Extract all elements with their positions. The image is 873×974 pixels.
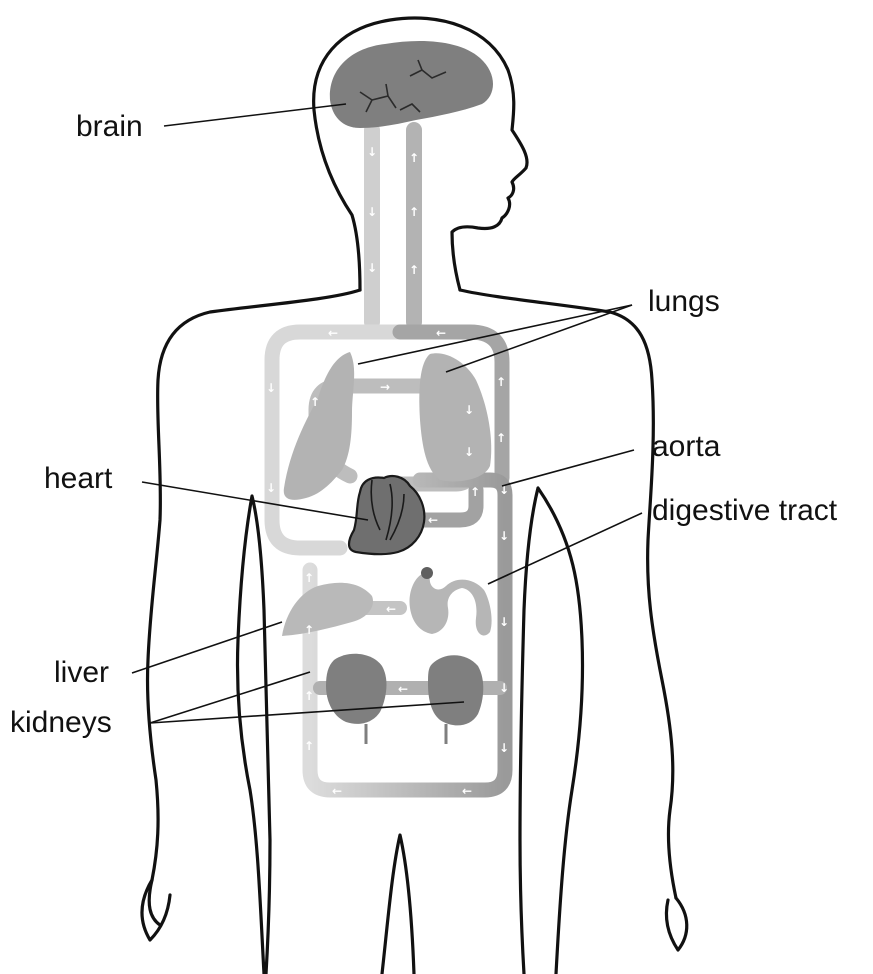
arrow-up-icon: ↑ <box>310 395 320 409</box>
legs-outline <box>382 835 414 974</box>
left-arm-inner-outline <box>238 496 271 974</box>
liver <box>282 583 373 636</box>
arrow-left-icon: ← <box>386 602 396 616</box>
arrow-left-icon: ← <box>328 326 338 340</box>
arrow-up-icon: ↑ <box>409 263 419 277</box>
right-lung <box>419 353 491 481</box>
arrow-down-icon: ↓ <box>499 681 509 695</box>
arrow-down-icon: ↓ <box>367 205 377 219</box>
arrow-down-icon: ↓ <box>499 741 509 755</box>
label-heart: heart <box>44 462 113 495</box>
leader-lines <box>132 104 642 723</box>
arrow-left-icon: ← <box>462 784 472 798</box>
arrow-up-icon: ↑ <box>470 485 480 499</box>
brain-leader-line <box>164 104 346 126</box>
arrow-up-icon: ↑ <box>304 689 314 703</box>
label-aorta: aorta <box>652 430 721 463</box>
heart <box>349 476 424 554</box>
arrow-down-icon: ↓ <box>499 529 509 543</box>
right-hand-outline <box>666 898 686 950</box>
label-kidneys: kidneys <box>10 706 112 739</box>
right-kidney <box>428 655 483 725</box>
arrow-down-icon: ↓ <box>367 261 377 275</box>
arrow-up-icon: ↑ <box>409 205 419 219</box>
arrow-down-icon: ↓ <box>266 481 276 495</box>
arrow-right-icon: → <box>380 380 390 394</box>
arrow-up-icon: ↑ <box>409 151 419 165</box>
brain <box>330 41 493 128</box>
arrow-left-icon: ← <box>436 326 446 340</box>
label-liver: liver <box>54 656 109 689</box>
arrow-left-icon: ← <box>398 682 408 696</box>
label-brain: brain <box>76 110 143 143</box>
arrow-left-icon: ← <box>332 784 342 798</box>
arrow-down-icon: ↓ <box>266 381 276 395</box>
label-digestive-tract: digestive tract <box>652 494 838 527</box>
arrow-down-icon: ↓ <box>464 445 474 459</box>
arrow-up-icon: ↑ <box>496 431 506 445</box>
stomach-dot <box>421 567 433 579</box>
right-arm-inner-outline <box>520 488 583 974</box>
arrow-up-icon: ↑ <box>496 375 506 389</box>
arrow-down-icon: ↓ <box>464 403 474 417</box>
arrow-up-icon: ↑ <box>304 623 314 637</box>
arrow-down-icon: ↓ <box>367 145 377 159</box>
label-lungs: lungs <box>648 285 720 318</box>
arrow-up-icon: ↑ <box>304 739 314 753</box>
arrow-left-icon: ← <box>428 513 438 527</box>
left-kidney <box>326 654 386 724</box>
digestive-tract <box>410 573 492 635</box>
kidneys-leader-line-left <box>150 672 310 723</box>
arrow-up-icon: ↑ <box>304 571 314 585</box>
liver-leader-line <box>132 622 282 673</box>
ureters <box>366 724 446 744</box>
aorta-leader-line <box>502 450 634 486</box>
arrow-down-icon: ↓ <box>499 615 509 629</box>
left-hand-outline <box>142 880 170 940</box>
